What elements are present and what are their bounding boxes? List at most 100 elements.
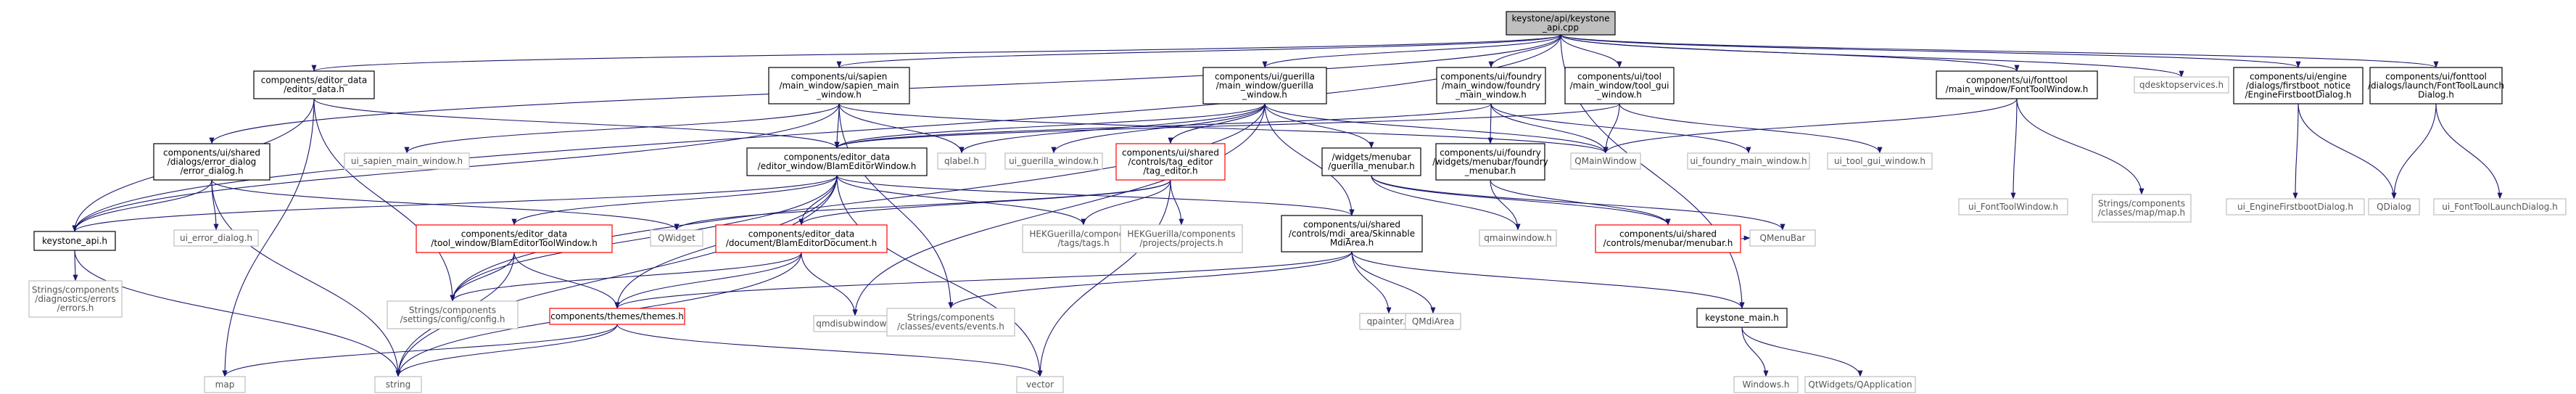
node-box — [1004, 152, 1103, 170]
edge-fonttool-window-to-strings-map — [2016, 98, 2144, 195]
node-label-line: ui_FontToolLaunchDialog.h — [2442, 202, 2557, 212]
edge-blam-editor-document-to-themes-h — [614, 252, 802, 309]
graph-node-themes-h[interactable]: components/themes/themes.h — [549, 308, 685, 325]
graph-node-guerilla-menubar[interactable]: /widgets/menubar/guerilla_menubar.h — [1321, 147, 1421, 176]
node-box — [344, 152, 470, 170]
graph-node-strings-errors: Strings/components/diagnostics/errors/er… — [28, 280, 123, 318]
node-label-line: /main_window/guerilla — [1216, 81, 1314, 91]
node-label-line: /document/BlamEditorDocument.h — [726, 238, 877, 248]
graph-node-error-dialog[interactable]: components/ui/shared/dialogs/error_dialo… — [153, 143, 271, 181]
graph-node-keystone-api-h[interactable]: keystone_api.h — [33, 231, 116, 251]
edge-root-to-sapien-main-window — [836, 34, 1561, 68]
graph-node-blam-editor-window[interactable]: components/editor_data/editor_window/Bla… — [746, 147, 928, 176]
edge-blam-editor-window-to-strings-config — [450, 175, 838, 302]
node-box — [153, 143, 271, 181]
edge-guerilla-main-window-to-qlabel — [959, 103, 1266, 154]
node-label-line: components/ui/foundry — [1440, 71, 1542, 81]
graph-node-foundry-main-window[interactable]: components/ui/foundry/main_window/foundr… — [1436, 67, 1546, 104]
node-label-line: Windows.h — [1743, 379, 1790, 390]
graph-node-mdi-area[interactable]: components/ui/shared/controls/mdi_area/S… — [1281, 215, 1423, 253]
graph-node-fonttool-window[interactable]: components/ui/fonttool/main_window/FontT… — [1936, 70, 2098, 99]
graph-node-tool-window[interactable]: components/editor_data/tool_window/BlamE… — [416, 224, 613, 253]
node-box — [1435, 143, 1545, 181]
graph-node-tag-editor[interactable]: components/ui/shared/controls/tag_editor… — [1115, 143, 1226, 181]
edge-error-dialog-to-qwidget — [211, 179, 680, 231]
graph-node-tool-gui-window[interactable]: components/ui/tool/main_window/tool_gui_… — [1564, 67, 1675, 104]
graph-node-firstboot-dialog[interactable]: components/ui/engine/dialogs/firstboot_n… — [2233, 67, 2364, 104]
graph-node-editor-data-h[interactable]: components/editor_data/editor_data.h — [253, 70, 375, 99]
node-box — [253, 70, 375, 99]
graph-node-keystone-main-h[interactable]: keystone_main.h — [1696, 308, 1788, 328]
edge-mdi-area-to-themes-h — [614, 251, 1353, 309]
node-label-line: _main_window.h — [1455, 89, 1527, 99]
node-label-line: /controls/mdi_area/Skinnable — [1289, 229, 1415, 239]
graph-node-ui-fonttoollaunch: ui_FontToolLaunchDialog.h — [2433, 198, 2567, 216]
graph-node-sapien-main-window[interactable]: components/ui/sapien/main_window/sapien_… — [768, 67, 910, 104]
node-label-line: components/ui/foundry — [1440, 147, 1541, 157]
node-label-line: QMdiArea — [1412, 316, 1454, 327]
node-box — [1570, 152, 1641, 170]
edge-root-to-foundry-main-window — [1488, 34, 1561, 68]
node-label-line: vector — [1026, 379, 1054, 390]
graph-node-blam-editor-document[interactable]: components/editor_data/document/BlamEdit… — [715, 224, 888, 253]
node-box — [715, 224, 888, 253]
edge-tag-editor-to-hek-tags — [1081, 179, 1171, 226]
graph-node-menubar-h[interactable]: components/ui/shared/controls/menubar/me… — [1595, 224, 1741, 253]
edge-guerilla-main-window-to-qmainwindow — [1264, 103, 1609, 154]
edge-mdi-area-to-keystone-main-h — [1351, 251, 1745, 309]
edge-blam-editor-window-to-blam-editor-document — [798, 175, 838, 226]
edge-blam-editor-window-to-mdi-area — [836, 175, 1355, 216]
edge-error-dialog-to-keystone-api-h — [72, 179, 212, 232]
edge-mdi-area-to-strings-events — [948, 251, 1353, 309]
edge-sapien-main-window-to-ui-sapien-main-window — [404, 103, 840, 154]
edge-root-to-guerilla-main-window — [1262, 34, 1561, 68]
node-label-line: _menubar.h — [1464, 165, 1516, 176]
node-label-line: /guerilla_menubar.h — [1328, 161, 1414, 171]
node-box — [2233, 67, 2364, 104]
node-label-line: _window.h — [1596, 89, 1642, 99]
node-label-line: /classes/map/map.h — [2098, 208, 2185, 218]
edge-foundry-menubar-to-qmainwindow-h — [1490, 179, 1521, 231]
edge-keystone-api-h-to-string — [74, 250, 401, 377]
edge-themes-h-to-string — [395, 324, 618, 377]
graph-node-ui-guerilla-window: ui_guerilla_window.h — [1004, 152, 1103, 170]
graph-node-strings-map: Strings/components/classes/map/map.h — [2092, 194, 2192, 223]
graph-node-root[interactable]: keystone/api/keystone_api.cpp — [1506, 11, 1616, 36]
edge-firstboot-dialog-to-ui-firstboot — [2292, 103, 2299, 200]
node-label-line: /errors.h — [57, 303, 94, 313]
graph-node-qmdisubwindow: qmdisubwindow.h — [813, 315, 897, 332]
node-label-line: /dialogs/firstboot_notice — [2246, 81, 2350, 91]
node-box — [2226, 198, 2365, 216]
edge-guerilla-main-window-to-ui-guerilla-window — [1051, 103, 1266, 154]
node-box — [1696, 308, 1788, 328]
graph-node-qlabel: qlabel.h — [937, 152, 986, 170]
node-label-line: keystone_api.h — [42, 236, 107, 246]
node-label-line: components/ui/shared — [1122, 147, 1219, 157]
node-label-line: /widgets/menubar — [1332, 152, 1411, 163]
node-box — [2368, 198, 2420, 216]
node-label-line: keystone/api/keystone — [1512, 14, 1610, 24]
edge-tool-gui-window-to-ui-tool-gui-window — [1619, 103, 1883, 154]
node-label-line: ui_guerilla_window.h — [1009, 156, 1099, 166]
edge-tool-gui-window-to-blam-editor-window — [834, 103, 1620, 149]
graph-node-foundry-menubar[interactable]: components/ui/foundry/widgets/menubar/fo… — [1432, 143, 1548, 181]
node-label-line: /tag_editor.h — [1143, 165, 1197, 176]
graph-node-strings-events: Strings/components/classes/events/events… — [886, 308, 1015, 337]
edge-mdi-area-to-qmdiarea — [1351, 251, 1436, 314]
edge-themes-h-to-map — [222, 324, 618, 377]
edge-themes-h-to-vector — [616, 324, 1043, 377]
node-box — [1804, 376, 1916, 393]
node-box — [1749, 229, 1816, 247]
node-label-line: components/ui/tool — [1577, 71, 1661, 81]
graph-node-map: map — [204, 376, 246, 393]
graph-node-fonttool-launch[interactable]: components/ui/fonttool/dialogs/launch/Fo… — [2368, 67, 2504, 104]
node-label-line: qpainter.h — [1367, 316, 1411, 327]
node-label-line: components/ui/fonttool — [1966, 75, 2068, 86]
node-box — [1321, 147, 1421, 176]
node-layer: keystone/api/keystone_api.cpp components/… — [28, 11, 2567, 393]
edge-fonttool-launch-to-qdialog — [2391, 103, 2437, 200]
node-label-line: components/editor_data — [748, 229, 855, 239]
node-box — [2134, 76, 2229, 94]
graph-node-guerilla-main-window[interactable]: components/ui/guerilla/main_window/gueri… — [1202, 67, 1327, 104]
node-label-line: components/ui/shared — [1619, 229, 1717, 239]
